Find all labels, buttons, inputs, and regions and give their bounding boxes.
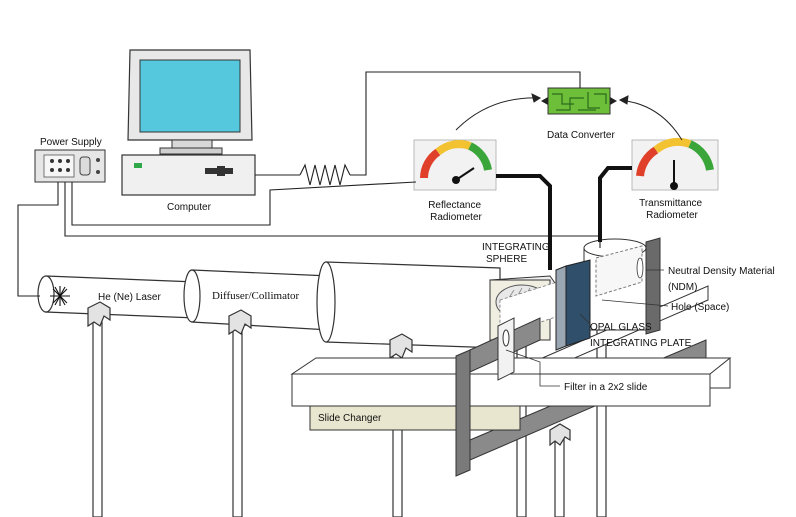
mount-clamps [87, 301, 571, 447]
leader-lines [505, 269, 669, 387]
signal-arrows [455, 93, 683, 141]
large-tube [316, 261, 501, 349]
reflectance-radiometer-label: Reflectance Radiometer [428, 200, 484, 223]
transmittance-radiometer-gauge [631, 137, 719, 191]
radiometer-cables [496, 166, 632, 270]
reflectance-radiometer-gauge [413, 139, 497, 191]
computer-label: Computer [167, 202, 212, 213]
transmittance-radiometer-label: Transmittance Radiometer [639, 198, 705, 221]
diffuser-label: Diffuser/Collimator [212, 290, 300, 302]
data-converter-label: Data Converter [547, 130, 615, 141]
slide-changer-label: Slide Changer [318, 413, 382, 424]
laser-starburst-icon [50, 286, 70, 306]
filter-label: Filter in a 2x2 slide [564, 382, 648, 393]
power-supply [34, 149, 106, 183]
computer-tower [121, 154, 256, 196]
opal-glass-plate [555, 259, 591, 351]
computer-monitor [127, 49, 253, 155]
laser-label: He (Ne) Laser [98, 292, 161, 303]
ndm-cylinder [583, 238, 647, 331]
hole-label: Hole (Space) [671, 302, 729, 313]
right-frame-post [636, 237, 661, 335]
ndm-label: Neutral Density Material (NDM) [668, 266, 778, 293]
data-converter [541, 87, 617, 115]
power-supply-label: Power Supply [40, 137, 102, 148]
opal-glass-label: OPAL GLASS INTEGRATING PLATE [590, 322, 692, 349]
integrating-sphere-label: INTEGRATING SPHERE [482, 242, 552, 265]
filter-slide-holder [455, 317, 541, 477]
